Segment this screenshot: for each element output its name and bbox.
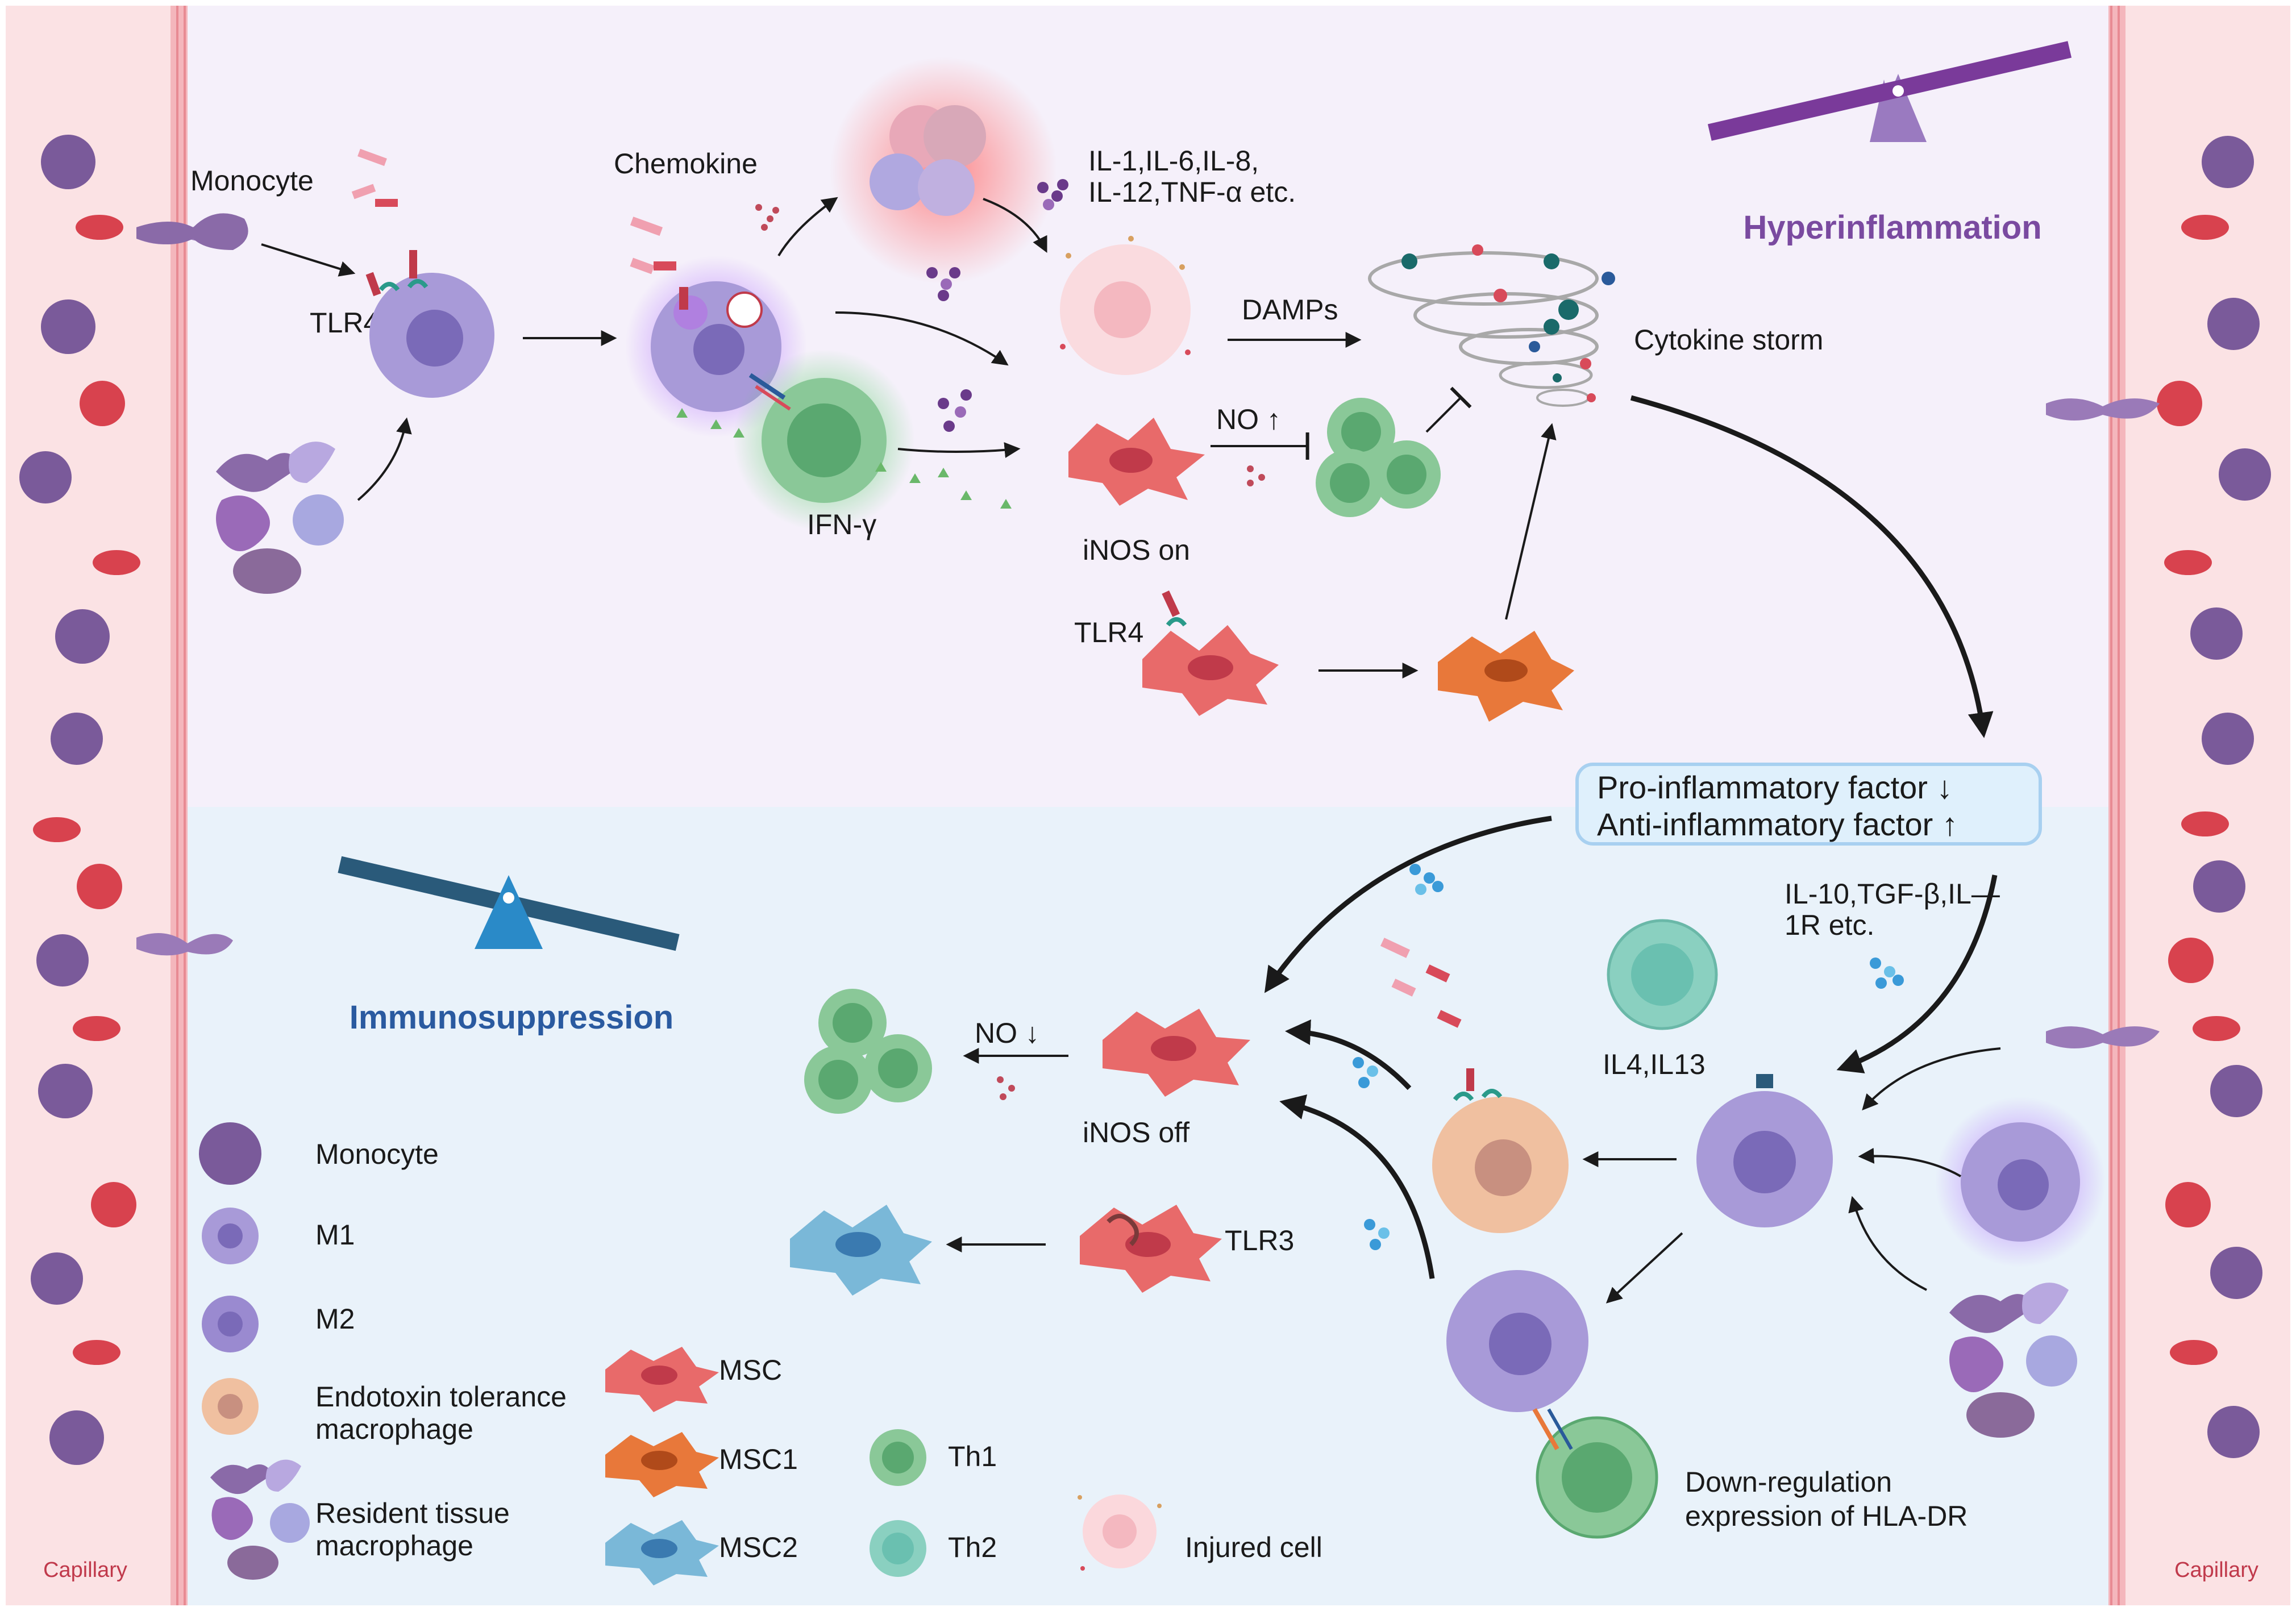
arrow-th1-to-msc xyxy=(897,442,1021,458)
legend-m2-label: M2 xyxy=(315,1303,355,1335)
m2-macrophage-lower xyxy=(1446,1270,1588,1412)
m1-macrophage-top xyxy=(351,148,494,398)
arrow-activated-to-cluster xyxy=(777,197,838,257)
resident-macrophages-right xyxy=(1949,1283,2077,1438)
legend-msc1-label: MSC1 xyxy=(719,1443,798,1475)
monocyte-cell xyxy=(136,213,248,250)
arrow-m1-to-m2 xyxy=(1858,1147,1961,1177)
arrow-box-to-inos-off xyxy=(1264,815,1552,993)
legend-injured-label: Injured cell xyxy=(1185,1531,1322,1563)
tlr3-label: TLR3 xyxy=(1225,1225,1294,1256)
legend-msc2-icon xyxy=(605,1520,719,1585)
no-up-label: NO ↑ xyxy=(1216,403,1281,435)
il4-label: IL4,IL13 xyxy=(1603,1048,1706,1080)
hla-label-line2: expression of HLA-DR xyxy=(1685,1500,1968,1532)
il10-label-line2: 1R etc. xyxy=(1785,909,1874,941)
capillary-left-label: Capillary xyxy=(43,1558,127,1582)
balance-line1: Pro-inflammatory factor ↓ xyxy=(1597,769,1953,805)
endotoxin-tolerance-macrophage xyxy=(1432,1068,1569,1233)
legend-m1-label: M1 xyxy=(315,1219,355,1251)
legend-endotoxin-label-line1: Endotoxin tolerance xyxy=(315,1381,567,1413)
cytokine-dots xyxy=(926,179,1068,432)
m2-macrophage-center xyxy=(1696,1074,1833,1227)
injured-cell-top xyxy=(1060,236,1191,375)
clustered-cells-top xyxy=(830,57,1057,284)
blue-dots-bottom xyxy=(1353,864,1904,1250)
legend-resident-label-line2: macrophage xyxy=(315,1530,473,1562)
chemokine-label: Chemokine xyxy=(614,148,758,180)
legend-th1-label: Th1 xyxy=(948,1441,997,1472)
legend-resident-icon xyxy=(210,1459,310,1580)
th1-cell-lower xyxy=(1532,1408,1658,1539)
seesaw-bottom xyxy=(338,856,680,951)
capillary-right xyxy=(2108,6,2290,1605)
immunosuppression-title: Immunosuppression xyxy=(350,999,673,1036)
arrow-m2-to-msc xyxy=(1279,1094,1435,1279)
glowing-m1-right xyxy=(1935,1097,2106,1267)
no-down-label: NO ↓ xyxy=(975,1017,1039,1049)
arrow-activated-to-injured xyxy=(835,311,1009,366)
ifn-label: IFN-γ xyxy=(807,509,876,540)
arrow-capillary-to-m2 xyxy=(1862,1047,2001,1111)
cytokines-label-line2: IL-12,TNF-α etc. xyxy=(1088,176,1296,208)
balance-box xyxy=(1575,763,2042,846)
legend-endotoxin-label-line2: macrophage xyxy=(315,1413,473,1445)
inos-off-label: iNOS off xyxy=(1083,1117,1189,1148)
capillary-left xyxy=(6,6,188,1605)
legend-msc-icon xyxy=(605,1347,719,1412)
legend-resident-label-line1: Resident tissue xyxy=(315,1497,510,1529)
msc-cell-inos-on xyxy=(1068,418,1205,506)
msc-cell-tlr4 xyxy=(1142,590,1279,716)
legend-injured-icon xyxy=(1078,1495,1162,1571)
inos-on-label: iNOS on xyxy=(1083,534,1190,566)
arrow-storm-to-balance xyxy=(1630,395,1994,738)
legend: Monocyte M1 M2 Endotoxin tolerance macro… xyxy=(199,1122,1322,1585)
th1-cluster-bottom xyxy=(804,989,1015,1114)
arrow-tolerance-to-msc xyxy=(1285,1019,1412,1090)
hla-label-line1: Down-regulation xyxy=(1685,1466,1892,1498)
arrow-cluster-to-injured xyxy=(983,198,1047,253)
th1-cluster-top xyxy=(1247,398,1441,517)
msc2-cell-bottom xyxy=(790,1205,932,1296)
th1-cell-top xyxy=(733,349,915,531)
resident-macrophages-top xyxy=(216,442,344,594)
tlr4-label-a: TLR4 xyxy=(310,307,379,339)
arrow-box-to-m2 xyxy=(1836,875,1998,1073)
ifn-triangles xyxy=(676,408,1012,509)
arrow-m2-to-m2b xyxy=(1605,1232,1683,1304)
hyperinflammation-title: Hyperinflammation xyxy=(1743,209,2041,246)
arrow-msc1-to-storm xyxy=(1505,423,1557,620)
cytokines-label-line1: IL-1,IL-6,IL-8, xyxy=(1088,145,1259,177)
arrow-monocyte-to-m1 xyxy=(261,243,356,277)
il10-label-line1: IL-10,TGF-β,IL— xyxy=(1785,878,2000,910)
arrow-resident-to-m2 xyxy=(1848,1196,1927,1291)
legend-monocyte-label: Monocyte xyxy=(315,1138,439,1170)
msc1-cell-top xyxy=(1438,631,1574,722)
msc-cell-tlr3 xyxy=(1080,1205,1222,1293)
balance-line2: Anti-inflammatory factor ↑ xyxy=(1597,806,1958,842)
legend-msc2-label: MSC2 xyxy=(719,1531,798,1563)
damps-label: DAMPs xyxy=(1242,294,1338,326)
seesaw-top xyxy=(1707,41,2072,142)
capillary-right-label: Capillary xyxy=(2174,1558,2258,1582)
legend-msc1-icon xyxy=(605,1432,719,1497)
arrow-resident-to-m1 xyxy=(357,417,412,501)
cytokine-storm-tornado xyxy=(1368,244,1615,407)
tlr4-label-b: TLR4 xyxy=(1074,617,1143,648)
th2-cell-bottom xyxy=(1607,919,1718,1030)
capillary-right-cells xyxy=(2046,136,2271,1458)
inhibit-th1-storm xyxy=(1425,386,1472,433)
chemokines-bottom xyxy=(1380,938,1462,1028)
monocyte-label: Monocyte xyxy=(190,165,314,197)
legend-msc-label: MSC xyxy=(719,1354,782,1386)
cytokine-storm-label: Cytokine storm xyxy=(1634,324,1823,356)
msc-cell-inos-off xyxy=(1103,1009,1250,1097)
legend-th2-label: Th2 xyxy=(948,1531,997,1563)
legend-monocyte-icon xyxy=(199,1122,261,1185)
